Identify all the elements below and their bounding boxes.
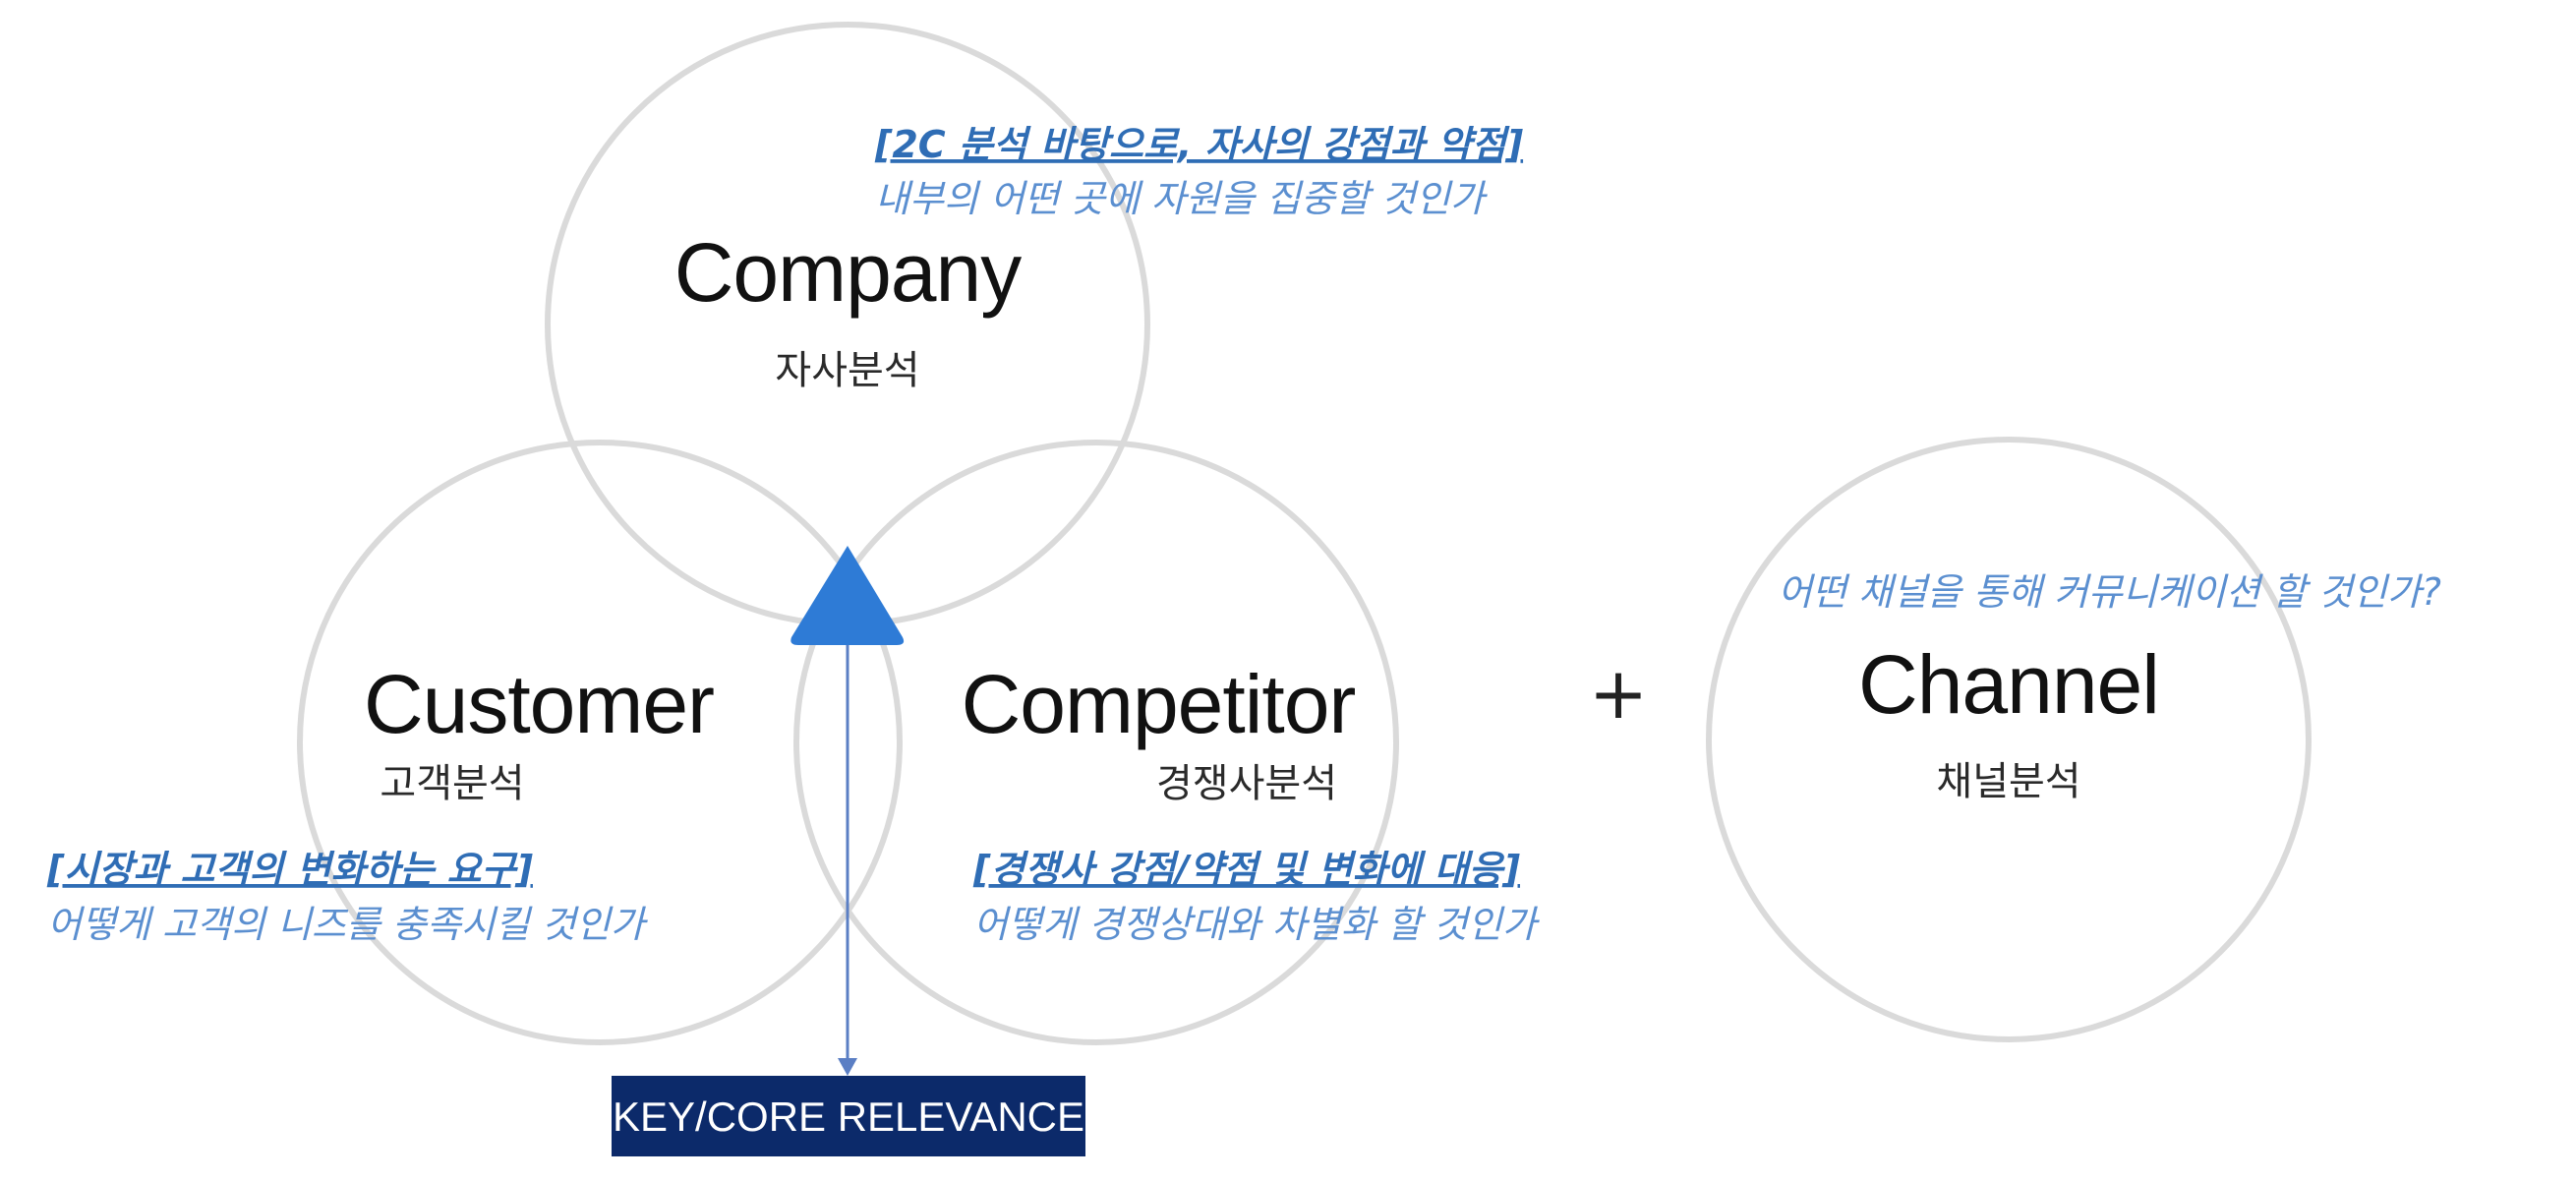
channel-title: Channel [1858,638,2159,731]
channel-subtitle: 채널분석 [1936,759,2080,804]
customer-note-body: 어떻게 고객의 니즈를 충족시킬 것인가 [47,903,649,946]
arrow-head-icon [838,1058,857,1076]
company-title: Company [674,226,1023,319]
competitor-note-head: [경쟁사 강점/약점 및 변화에 대응] [972,848,1521,891]
company-subtitle: 자사분석 [775,348,919,393]
key-relevance-box [612,1076,1085,1156]
company-circle [545,22,1150,627]
customer-subtitle: 고객분석 [380,761,524,806]
competitor-title: Competitor [962,658,1356,750]
customer-title: Customer [364,658,714,750]
customer-circle [297,440,903,1045]
key-relevance-label: KEY/CORE RELEVANCE [613,1093,1084,1140]
competitor-note-body: 어떻게 경쟁상대와 차별화 할 것인가 [973,903,1541,946]
competitor-subtitle: 경쟁사분석 [1156,761,1337,806]
company-note-head: [2C 분석 바탕으로, 자사의 강점과 약점] [874,123,1524,166]
channel-note-body: 어떤 채널을 통해 커뮤니케이션 할 것인가? [1778,570,2441,614]
company-note-body: 내부의 어떤 곳에 자원을 집중할 것인가 [875,177,1489,220]
plus-sign: + [1589,652,1648,735]
customer-note-head: [시장과 고객의 변화하는 요구] [46,848,534,891]
triangle-icon [790,546,905,645]
channel-circle [1706,437,2312,1042]
competitor-circle [793,440,1399,1045]
